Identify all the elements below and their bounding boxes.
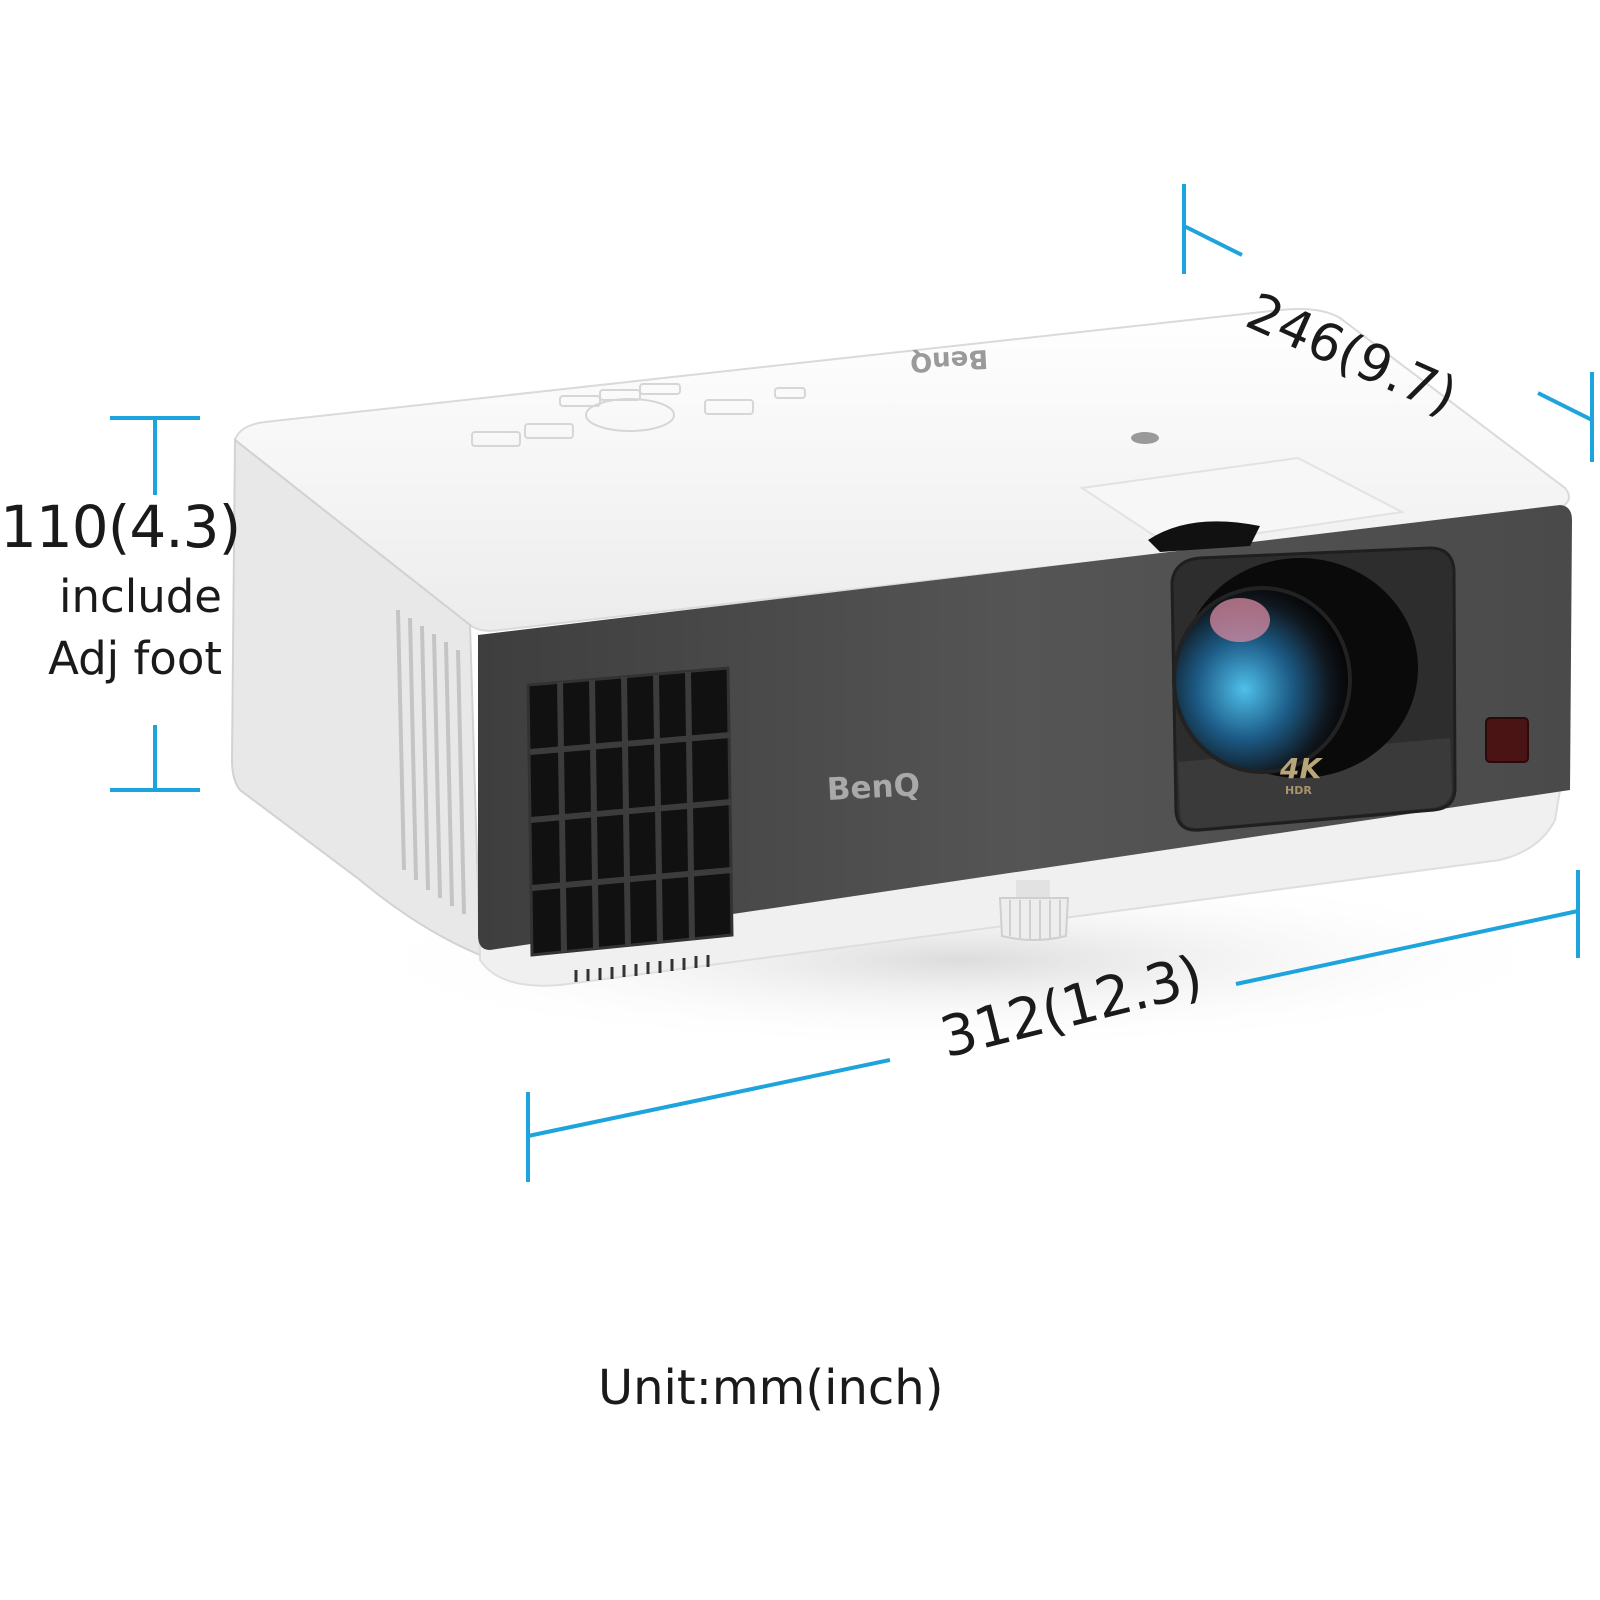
lens-reflection [1210, 598, 1270, 642]
height-dimension-label: 110(4.3) include Adj foot [0, 493, 241, 690]
height-value: 110(4.3) [0, 493, 241, 561]
left-side-vents [396, 609, 466, 915]
control-button[interactable] [524, 423, 574, 439]
top-lens-recess [1079, 456, 1406, 548]
depth-line-lower [1537, 391, 1593, 422]
top-sensor-dot [1131, 432, 1159, 444]
adjustable-foot [998, 880, 1070, 941]
width-line-left [527, 1058, 891, 1138]
hdr-badge: HDR [1285, 784, 1312, 797]
control-button[interactable] [559, 395, 601, 407]
control-button[interactable] [471, 431, 521, 447]
control-button[interactable] [774, 387, 806, 399]
height-note-line2: Adj foot [48, 632, 222, 685]
brand-logo-top: BenQ [909, 342, 989, 378]
projector-top-surface [233, 308, 1570, 632]
dimension-lines [110, 184, 1594, 1182]
depth-line-upper [1183, 224, 1243, 257]
control-button[interactable] [599, 389, 641, 401]
height-note-line1: include [58, 570, 222, 623]
front-vent-grille [526, 666, 734, 957]
top-control-panel [471, 383, 806, 447]
control-button[interactable] [704, 399, 754, 415]
focus-ring [1148, 521, 1260, 552]
bottom-vent-slits [574, 955, 710, 982]
control-button[interactable] [639, 383, 681, 395]
projector-left-side [230, 437, 482, 957]
4k-badge: 4K [1280, 752, 1322, 785]
ir-sensor [1485, 717, 1529, 763]
brand-logo-front: BenQ [826, 767, 921, 808]
unit-caption: Unit:mm(inch) [598, 1360, 944, 1416]
width-line-right [1235, 909, 1579, 986]
